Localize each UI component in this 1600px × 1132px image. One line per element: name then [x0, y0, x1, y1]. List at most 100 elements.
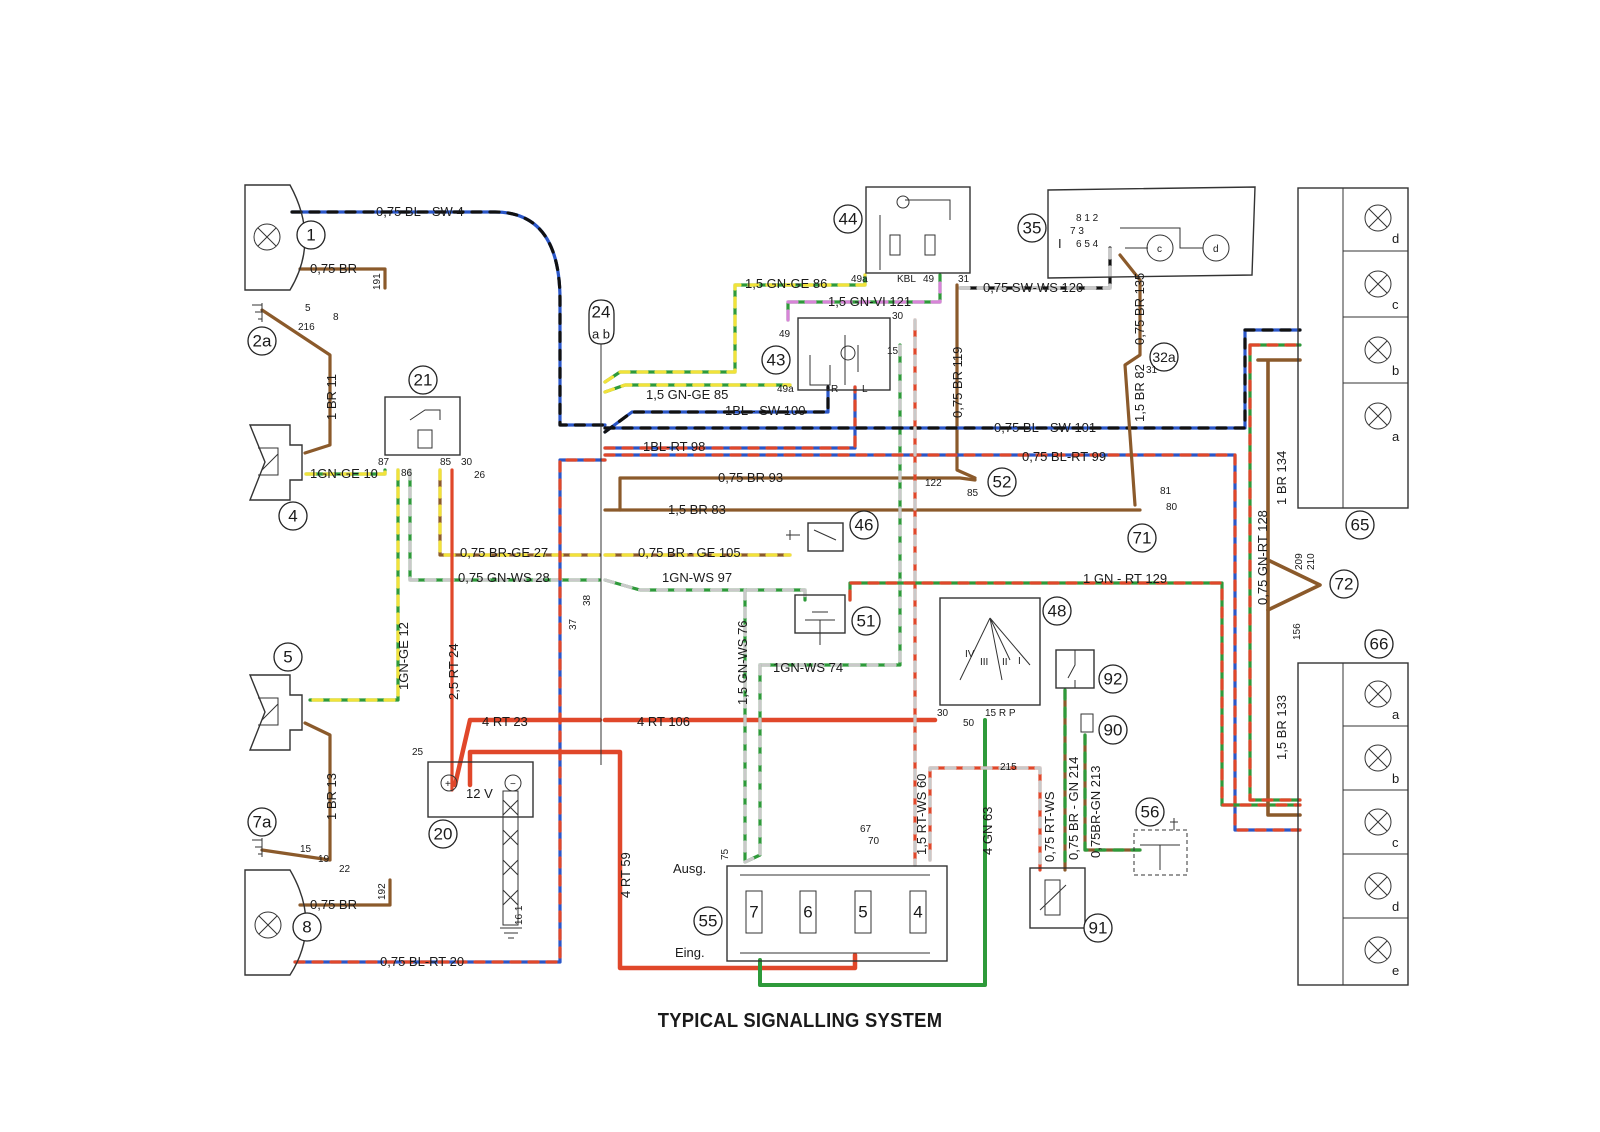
svg-text:1GN-GE 10: 1GN-GE 10: [310, 466, 378, 481]
svg-text:38: 38: [582, 594, 593, 606]
cluster65-lamp-a: [1364, 402, 1392, 430]
wire-rt-23: [452, 717, 603, 788]
cluster65-lamp-cross-a: [1368, 406, 1388, 426]
wire-rt-ws-215-stripe: [928, 766, 1042, 872]
cluster65-lamp-label: b: [1392, 363, 1399, 378]
wire-bl-sw-100-stripe: [603, 385, 830, 434]
cluster66-lamp-cross-c: [1368, 812, 1388, 832]
svg-text:26: 26: [474, 470, 486, 481]
svg-text:L: L: [862, 384, 868, 395]
svg-text:16 1: 16 1: [514, 905, 525, 925]
svg-text:0,75 BR 93: 0,75 BR 93: [718, 470, 783, 485]
wire-br-gn-213-stripe: [1083, 733, 1142, 852]
svg-text:0,75 GN-WS 28: 0,75 GN-WS 28: [458, 570, 550, 585]
svg-text:1GN-GE 12: 1GN-GE 12: [396, 622, 411, 690]
svg-text:5: 5: [858, 903, 867, 922]
wire-br-ge-27-stripe: [438, 468, 602, 557]
cluster66-lamp-label: b: [1392, 771, 1399, 786]
wire-bl-rt-98-stripe: [603, 385, 857, 450]
svg-text:215: 215: [1000, 762, 1017, 773]
cluster65-lamp-b: [1364, 336, 1392, 364]
cluster66-lamp-a: [1364, 680, 1392, 708]
svg-text:7: 7: [749, 903, 758, 922]
svg-text:75: 75: [720, 848, 731, 860]
svg-text:1,5 GN-VI 121: 1,5 GN-VI 121: [828, 294, 911, 309]
wire-br-2a: [260, 308, 332, 455]
svg-text:22: 22: [339, 864, 351, 875]
svg-text:1,5 GN-GE 85: 1,5 GN-GE 85: [646, 387, 728, 402]
cluster65-lamp-label: c: [1392, 297, 1399, 312]
diagram-title: TYPICAL SIGNALLING SYSTEM: [657, 1010, 943, 1032]
svg-text:80: 80: [1166, 502, 1178, 513]
ground-72: 72: [1329, 569, 1359, 599]
wire-br-192: [298, 878, 392, 907]
svg-text:0,75 BR: 0,75 BR: [310, 261, 357, 276]
indicator-switch-48: IV III II I 48 30 50 15 R P: [937, 596, 1072, 729]
cluster66-lamp-label: c: [1392, 835, 1399, 850]
svg-text:31: 31: [1146, 365, 1158, 376]
svg-text:49: 49: [779, 329, 791, 340]
switch-56: 56: [1133, 797, 1188, 876]
svg-text:50: 50: [963, 718, 975, 729]
component-1-label: 1: [306, 226, 315, 245]
svg-text:0,75 BR 119: 0,75 BR 119: [950, 347, 965, 418]
svg-text:19: 19: [318, 854, 330, 865]
wire-gn-rt-128-stripe: [1248, 343, 1302, 802]
cluster65-lamp-cross-b: [1368, 340, 1388, 360]
svg-text:1BL - SW 100: 1BL - SW 100: [725, 403, 805, 418]
ground-71: 71 81 80: [1127, 486, 1178, 553]
component-44-label: 44: [839, 210, 858, 229]
svg-text:49a: 49a: [851, 274, 868, 285]
svg-text:0,75 BR - GN 214: 0,75 BR - GN 214: [1066, 757, 1081, 860]
cluster66-lamp-label: a: [1392, 707, 1400, 722]
svg-text:49a: 49a: [777, 384, 794, 395]
svg-text:0,75 RT-WS: 0,75 RT-WS: [1042, 791, 1057, 862]
component-46-label: 46: [855, 516, 874, 535]
wire-bl-rt-99-stripe: [603, 453, 1302, 832]
svg-text:0,75 SW-WS 120: 0,75 SW-WS 120: [983, 280, 1083, 295]
wire-br-ge-27: [438, 468, 602, 557]
svg-text:156: 156: [1292, 623, 1303, 640]
svg-text:37: 37: [568, 618, 579, 630]
svg-text:85: 85: [440, 457, 452, 468]
svg-text:6 5 4: 6 5 4: [1076, 239, 1099, 250]
switch-90: 90: [1080, 713, 1128, 745]
svg-text:I: I: [1018, 656, 1021, 667]
component-4-label: 4: [288, 507, 297, 526]
ausg-label: Ausg.: [673, 861, 706, 876]
headlamp-1: 1: [244, 184, 326, 291]
battery-20: + − 12 V 20: [427, 761, 534, 939]
wire-bl-sw-101-stripe: [603, 328, 1302, 430]
wire-br-134: [1256, 358, 1302, 817]
component-66-label: 66: [1370, 635, 1389, 654]
component-48-label: 48: [1048, 602, 1067, 621]
wire-br-72: [1266, 558, 1322, 612]
wire-br-191: [298, 267, 387, 290]
cluster66-lamp-cross-b: [1368, 748, 1388, 768]
svg-text:5: 5: [305, 303, 311, 314]
svg-text:67: 67: [860, 824, 872, 835]
svg-text:86: 86: [401, 468, 413, 479]
cluster65-lamp-cross-d: [1368, 208, 1388, 228]
svg-text:0,75 BL - SW 101: 0,75 BL - SW 101: [994, 420, 1096, 435]
flasher-relay-44: 44 49a KBL 49 31: [833, 186, 971, 285]
component-8-label: 8: [302, 918, 311, 937]
cluster65-lamp-label: d: [1392, 231, 1399, 246]
relay-21: 21: [384, 365, 461, 456]
svg-text:II: II: [1002, 657, 1008, 668]
svg-text:0,75 BR 135: 0,75 BR 135: [1132, 273, 1147, 345]
switch-52: 52 122 85: [925, 467, 1017, 499]
svg-text:15 R P: 15 R P: [985, 708, 1016, 719]
svg-text:0,75 BL - SW 4: 0,75 BL - SW 4: [376, 204, 464, 219]
svg-text:4 RT 23: 4 RT 23: [482, 714, 528, 729]
sensor-91: 91: [1029, 867, 1113, 943]
wire-labels: 0,75 BL - SW 4 0,75 BR 191 5 8 216 1 BR …: [298, 204, 1317, 969]
svg-text:0,75 BR-GE 27: 0,75 BR-GE 27: [460, 545, 548, 560]
svg-text:87: 87: [378, 457, 390, 468]
svg-text:4 RT 59: 4 RT 59: [618, 852, 633, 898]
svg-text:15: 15: [300, 844, 312, 855]
svg-text:2,5 RT 24: 2,5 RT 24: [446, 643, 461, 700]
ground-32a: 32a 31: [1146, 342, 1179, 376]
svg-text:30: 30: [461, 457, 473, 468]
component-51-label: 51: [857, 612, 876, 631]
